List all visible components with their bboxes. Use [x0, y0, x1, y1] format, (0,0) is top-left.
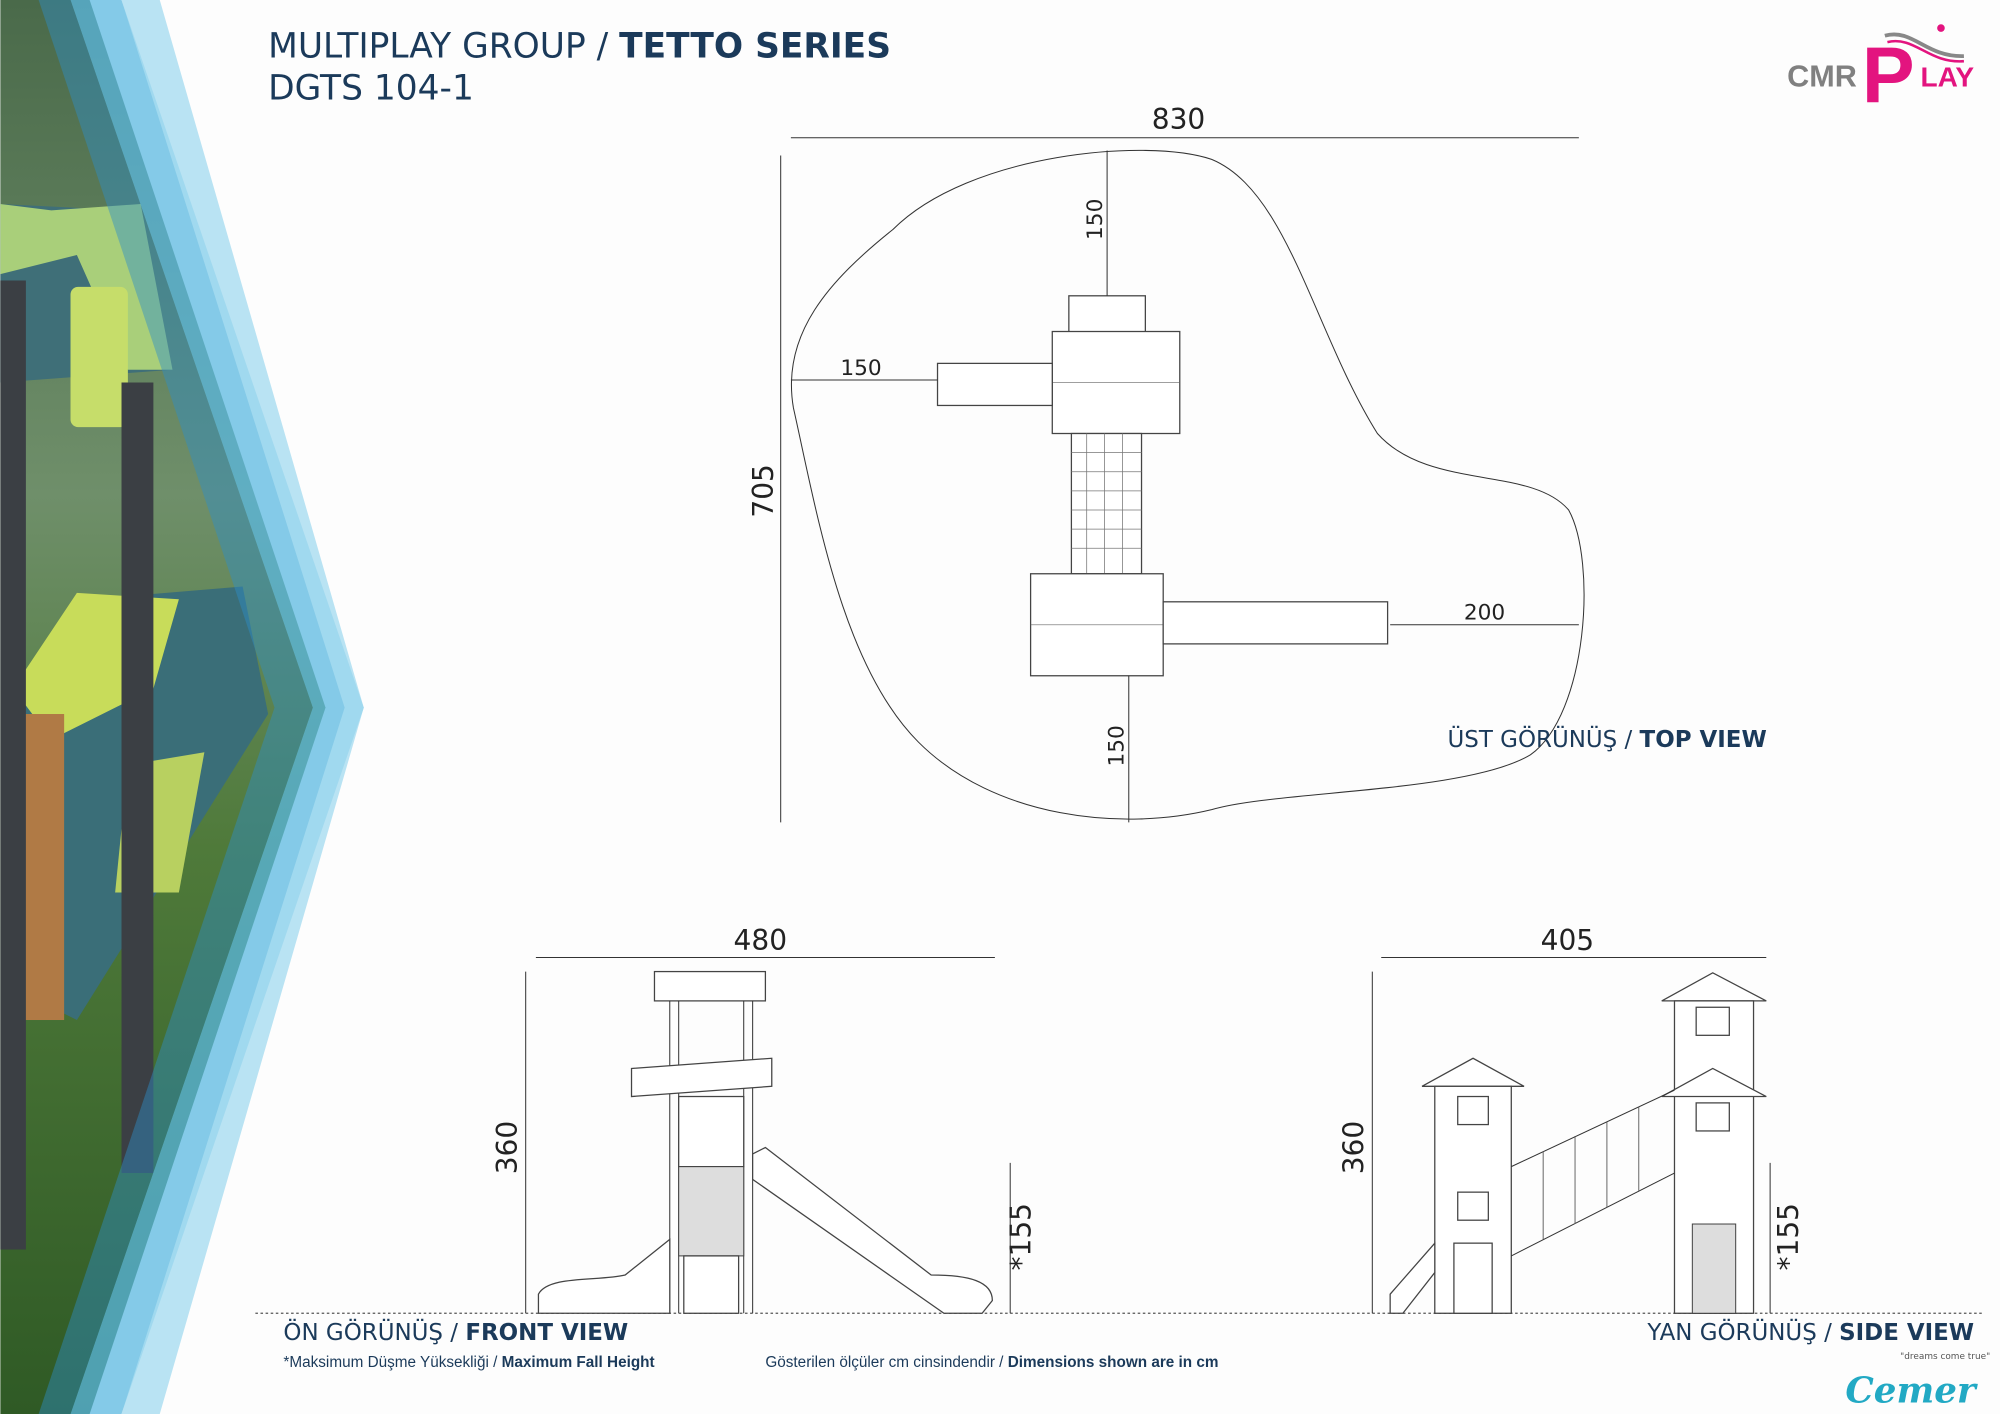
top-view-dimensions: 830 705 150 150 200 150 — [747, 103, 1579, 823]
top-view-label: ÜST GÖRÜNÜŞ / TOP VIEW — [1448, 725, 1767, 753]
series-title: TETTO SERIES — [619, 26, 891, 66]
fall-height-note: *Maksimum Düşme Yüksekliği / Maximum Fal… — [283, 1354, 654, 1371]
decorative-chevron — [38, 0, 364, 1414]
front-fall-height-dim: *155 — [1005, 1203, 1038, 1271]
product-photo — [0, 0, 326, 1414]
right-clearance-dim: 200 — [1464, 601, 1505, 626]
top-height-dim: 705 — [747, 464, 780, 518]
side-view-dimensions: 405 360 *155 — [1337, 924, 1805, 1314]
model-code: DGTS 104-1 — [268, 68, 474, 108]
front-view-drawing — [537, 970, 993, 1314]
safety-zone-outline — [790, 149, 1585, 820]
page-title: MULTIPLAY GROUP / TETTO SERIES — [268, 26, 891, 66]
bottom-clearance-dim: 150 — [1105, 725, 1130, 766]
top-clearance-dim: 150 — [1083, 199, 1108, 240]
side-width-dim: 405 — [1541, 924, 1595, 957]
left-clearance-dim: 150 — [840, 356, 881, 381]
group-title: MULTIPLAY GROUP / — [268, 26, 619, 66]
front-width-dim: 480 — [734, 924, 788, 957]
cemer-name: Cemer — [1845, 1370, 1978, 1412]
side-height-dim: 360 — [1337, 1121, 1370, 1175]
front-view-label: ÖN GÖRÜNÜŞ / FRONT VIEW — [283, 1318, 628, 1346]
side-view-drawing — [1389, 972, 1767, 1314]
logo-lay: LAY — [1921, 62, 1975, 93]
cemer-logo: "dreams come true" Cemer — [1845, 1352, 1990, 1411]
cemer-tagline: "dreams come true" — [1900, 1352, 1990, 1362]
dimensions-note: Gösterilen ölçüler cm cinsindendir / Dim… — [765, 1354, 1218, 1371]
front-height-dim: 360 — [491, 1121, 524, 1175]
side-fall-height-dim: *155 — [1772, 1203, 1805, 1271]
top-width-dim: 830 — [1152, 103, 1206, 136]
logo-cmr: CMR — [1787, 60, 1857, 94]
front-view-dimensions: 480 360 *155 — [491, 924, 1038, 1314]
side-view-label: YAN GÖRÜNÜŞ / SIDE VIEW — [1646, 1318, 1974, 1346]
cmrplay-logo: CMR P LAY — [1787, 24, 1974, 119]
top-view-drawing — [790, 149, 1585, 820]
logo-p: P — [1862, 30, 1915, 119]
